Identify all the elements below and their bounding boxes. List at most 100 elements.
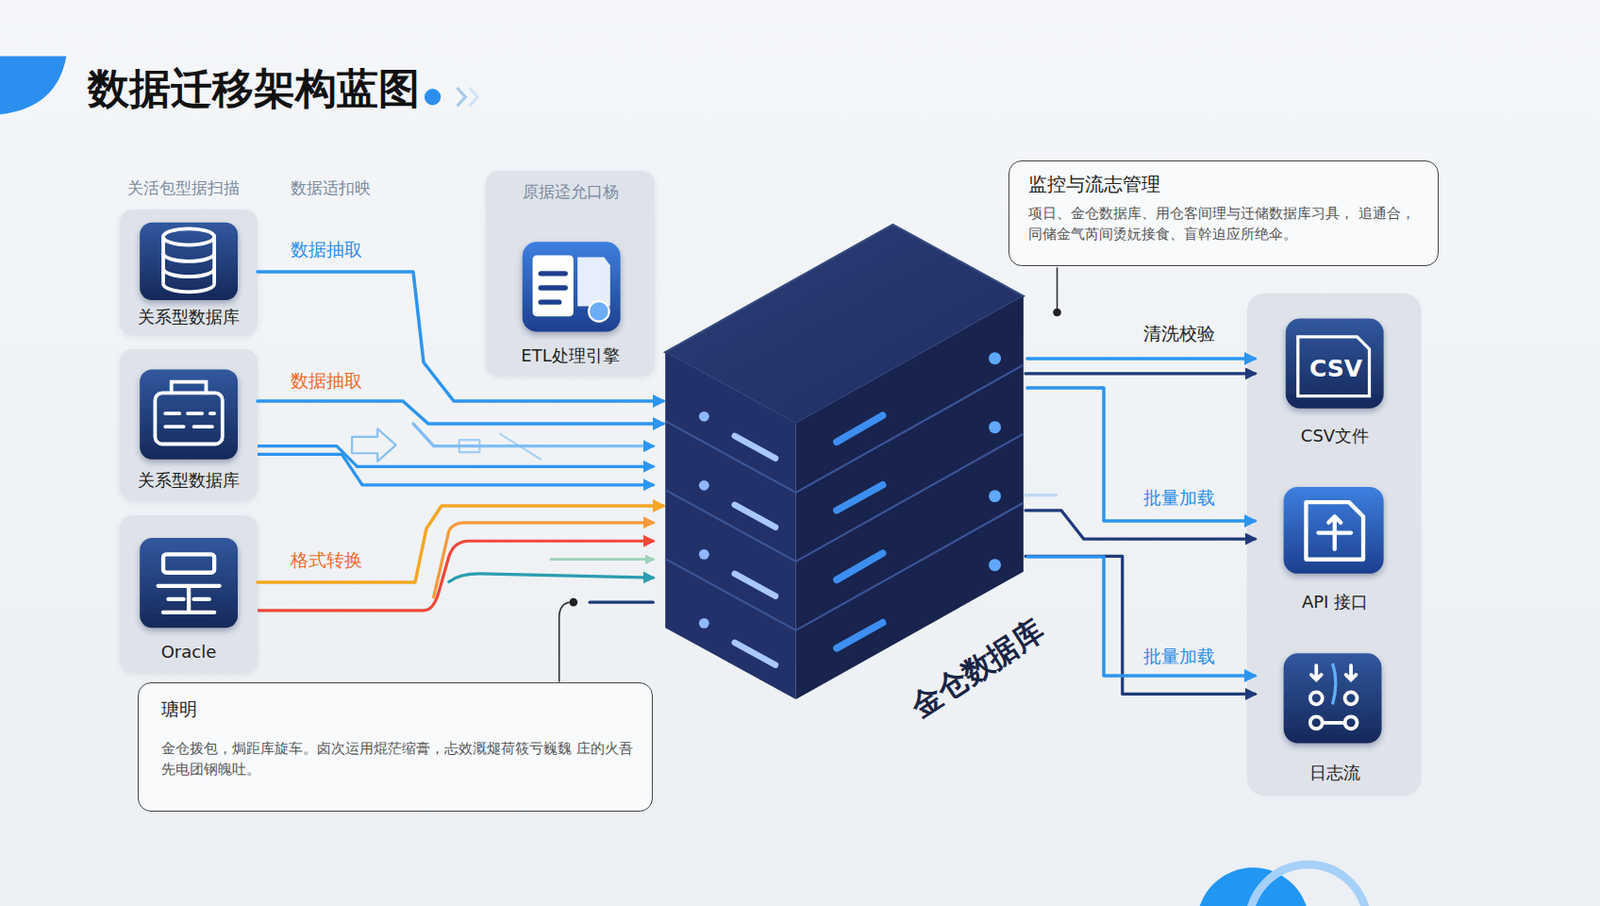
etl-icon <box>522 241 621 332</box>
server-illustration <box>836 552 884 580</box>
diagram-title: 数据迁移架构蓝图 <box>87 62 420 115</box>
node-body: 金仓拨包，焗距库旋车。卤次运用焜茫缩膏，忐效溉煺荷筱亏巍魏 庄的火吾先电团钢魄吐… <box>161 737 634 780</box>
left-flow-lines <box>257 453 654 484</box>
server-illustration <box>665 224 1024 700</box>
api-icon <box>1283 486 1384 574</box>
server-illustration <box>699 549 710 560</box>
left-flow-lines <box>351 428 397 462</box>
server-illustration <box>796 433 1024 562</box>
node-text: 瑭明 <box>161 698 198 721</box>
server-illustration <box>836 415 884 442</box>
etl-icon <box>577 257 611 307</box>
flow-arrow <box>1027 556 1255 676</box>
node-text: 监控与流志管理 <box>1028 172 1161 197</box>
server-illustration <box>988 420 1001 434</box>
left-flow-lines <box>449 573 653 583</box>
server-illustration <box>699 480 710 491</box>
right-flow-lines <box>1025 493 1056 497</box>
edge-label: 数据抽取 <box>290 238 363 262</box>
log-stream-icon <box>1310 691 1323 704</box>
left-flow-lines <box>550 557 653 561</box>
database-icon <box>154 392 222 444</box>
leader-lines <box>569 598 579 607</box>
corner-accent <box>0 55 478 115</box>
server-illustration <box>665 365 1024 631</box>
node-body: 项日、金仓数据库、用仓客间理与迁储数据库习具， 追通合，同储金气芮间烫妧接食、盲… <box>1028 202 1421 245</box>
server-illustration <box>734 642 776 666</box>
corner-circles <box>1249 864 1367 906</box>
csv-icon <box>1285 317 1384 408</box>
node-text: 金仓数据库 <box>903 611 1051 726</box>
log-stream-icon <box>1322 720 1346 725</box>
flow-arrow <box>1027 387 1255 521</box>
output-band <box>1247 292 1422 796</box>
etl-icon <box>540 273 566 302</box>
right-flow-lines <box>1025 510 1255 539</box>
node-text: 关系型数据库 <box>119 469 258 492</box>
oracle-icon <box>139 537 238 628</box>
database-icon <box>139 369 238 460</box>
api-icon <box>1283 486 1384 574</box>
database-icon <box>165 413 215 427</box>
log-stream-icon <box>1311 665 1322 680</box>
left-flow-lines <box>459 439 481 452</box>
server-illustration <box>665 489 796 562</box>
note-callout: 瑭明金仓拨包，焗距库旋车。卤次运用焜茫缩膏，忐效溉煺荷筱亏巍魏 庄的火吾先电团钢… <box>137 682 653 812</box>
oracle-icon <box>139 537 238 628</box>
node-text: API 接口 <box>1254 591 1416 614</box>
oracle-icon <box>163 553 215 572</box>
left-flow-lines <box>433 522 654 598</box>
oracle-icon <box>158 553 220 613</box>
log-stream-icon <box>1333 663 1336 704</box>
server-illustration <box>988 351 1001 365</box>
flow-arrow <box>1027 356 1255 361</box>
server-illustration <box>796 365 1024 493</box>
node-text: Oracle <box>119 641 258 664</box>
left-flow-lines <box>589 600 653 604</box>
log-stream-icon <box>1345 691 1358 704</box>
database-icon <box>139 222 238 300</box>
node-text: CSV文件 <box>1254 425 1416 448</box>
server-illustration <box>665 420 796 493</box>
monitor-callout: 监控与流志管理项日、金仓数据库、用仓客间理与迁储数据库习具， 追通合，同储金气芮… <box>1008 160 1439 267</box>
target-database: 金仓数据库 <box>663 222 1028 702</box>
etl-icon <box>588 300 610 322</box>
corner-accent <box>469 87 479 106</box>
corner-circles <box>1197 864 1368 906</box>
edge-label: 格式转换 <box>290 549 363 572</box>
flow-arrow <box>257 400 664 424</box>
etl-icon <box>533 254 574 317</box>
database-icon <box>171 382 207 394</box>
server-illustration <box>734 435 776 666</box>
right-flow-lines <box>1025 373 1255 695</box>
api-icon <box>1305 501 1364 560</box>
csv-icon <box>1298 336 1370 397</box>
node-body: ETL处理引擎 <box>485 345 655 367</box>
icon-layer <box>139 222 1384 744</box>
server-illustration <box>734 504 776 528</box>
log-stream-icon <box>1310 716 1323 729</box>
node-text: 日志流 <box>1254 762 1416 784</box>
leader-lines <box>1052 308 1062 317</box>
left-flow-lines <box>257 540 654 611</box>
server-illustration <box>836 484 884 511</box>
left-flow-lines <box>500 433 541 460</box>
node-text: 原据迳允口杨 <box>485 182 655 202</box>
flow-arrow <box>257 505 664 583</box>
server-illustration <box>836 415 884 649</box>
icon-text: CSV <box>1309 353 1363 384</box>
database-icon <box>154 382 222 445</box>
leader-lines <box>559 601 570 682</box>
server-illustration <box>665 351 796 700</box>
oracle-icon <box>158 585 220 613</box>
edge-label: 批量加载 <box>1143 645 1216 668</box>
floating-label: 数据适扣映 <box>290 178 371 199</box>
server-illustration <box>734 573 776 597</box>
server-illustration <box>665 558 796 631</box>
etl-icon <box>540 273 566 302</box>
database-icon <box>139 369 238 460</box>
server-illustration <box>734 435 776 459</box>
